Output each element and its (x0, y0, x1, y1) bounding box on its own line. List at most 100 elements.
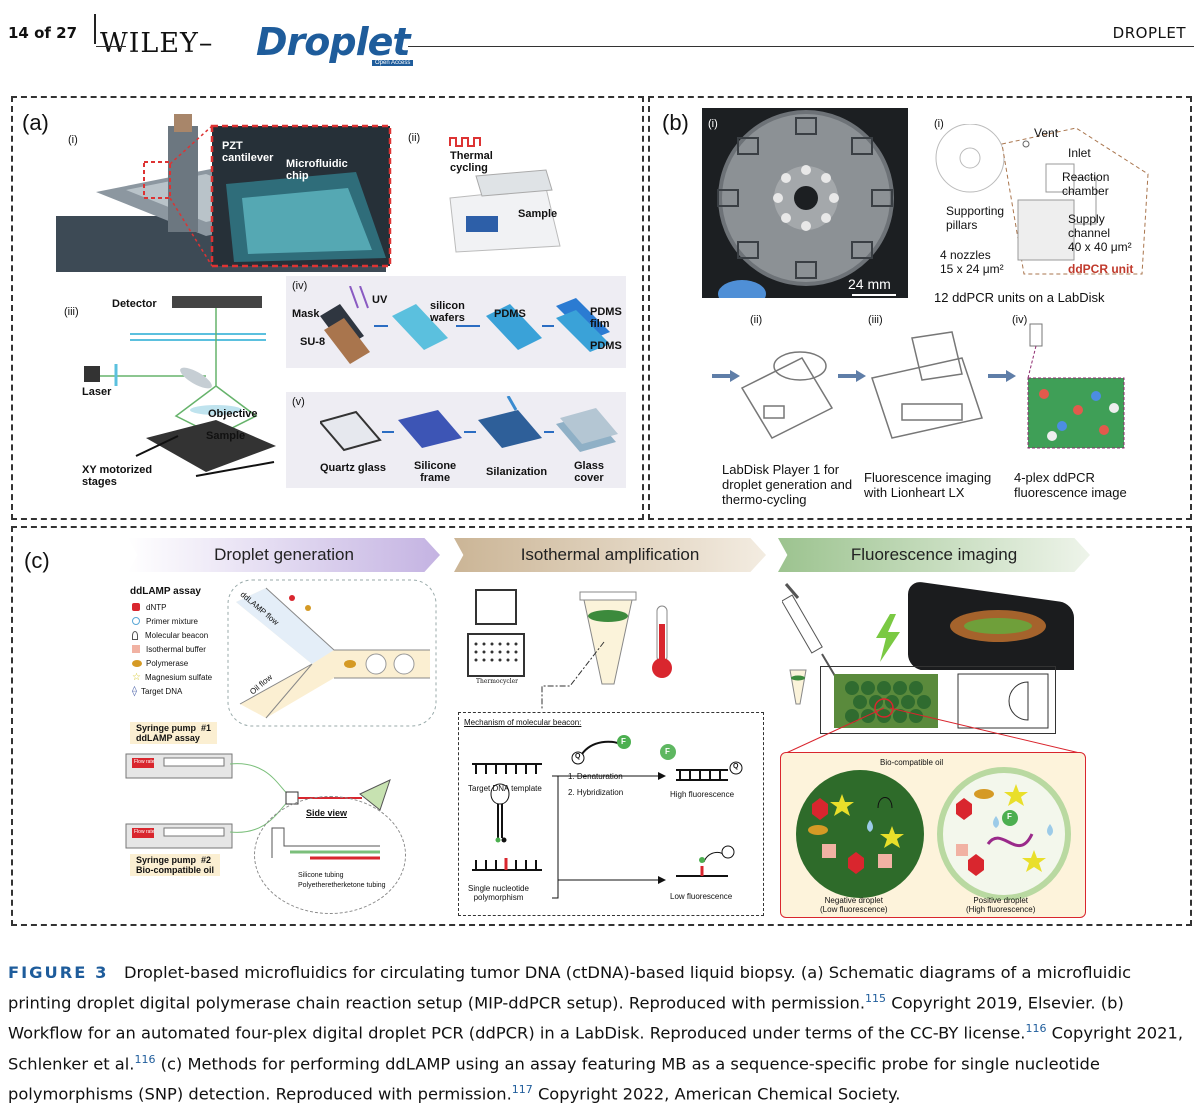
legend-item: Target DNA (140, 686, 183, 696)
primer-icon (132, 617, 140, 625)
journal-logo-sub: Open Access (372, 60, 414, 66)
step-droplet-generation: Droplet generation (128, 538, 440, 572)
hybridization-label: 2. Hybridization (568, 788, 624, 797)
pdms-label: PDMS (494, 308, 526, 320)
detector-label: Detector (112, 298, 157, 310)
pzt-label: PZT cantilever (222, 140, 274, 164)
droplet-comparison (796, 767, 1071, 900)
caption-text-4: (c) Methods for performing ddLAMP using … (8, 1054, 1100, 1104)
dntp-icon (132, 603, 140, 611)
ddpcr-unit-diagram (935, 124, 1149, 275)
slide (820, 666, 1056, 734)
glass-cover-label: Glass cover (574, 460, 604, 484)
labdisk-photo (702, 108, 908, 298)
caption-text-3: Copyright 2021, Schlenker et al. (8, 1023, 1183, 1074)
silicone-frame-label: Silicone frame (414, 460, 457, 484)
f-label-2: F (665, 747, 670, 756)
mechanism-box (458, 712, 764, 916)
polymerase-icon (132, 659, 142, 667)
q-label-1: Q (575, 753, 581, 760)
side-view-tubing (271, 827, 380, 860)
thermal-cycler-illustration (449, 137, 561, 253)
dna-icon: ⟠ (132, 685, 137, 697)
flow-rate-2: Flow rate (134, 829, 155, 835)
panel-c (11, 526, 1192, 926)
journal-name: DROPLET (1112, 24, 1186, 42)
header-divider-tick (94, 14, 96, 44)
buffer-icon (132, 645, 140, 653)
panel-a-ii: (ii) (408, 132, 421, 144)
labdisk-disc (717, 110, 894, 298)
sample-label: Sample (518, 208, 558, 220)
step2-text: Isothermal amplification (520, 545, 700, 564)
legend-item: dNTP (146, 602, 167, 612)
syringe-pump-2 (125, 823, 233, 849)
panel-a-iv: (iv) (292, 280, 308, 292)
assay-title: ddLAMP assay (130, 586, 201, 597)
vent-label: Vent (1034, 126, 1059, 140)
panel-b-iii: (iii) (868, 314, 883, 326)
optical-setup-illustration (84, 296, 276, 477)
quartz-label: Quartz glass (320, 462, 387, 474)
figure-caption: FIGURE 3 Droplet-based microfluidics for… (8, 960, 1193, 1108)
ref-115[interactable]: 115 (865, 992, 887, 1005)
connector-lines (541, 641, 605, 710)
step-isothermal-amplification: Isothermal amplification (454, 538, 766, 572)
panel-b-label: (b) (662, 110, 689, 135)
page-number: 14 of 27 (8, 24, 78, 42)
player-label: LabDisk Player 1 for droplet generation … (722, 462, 853, 507)
step-fluorescence-imaging: Fluorescence imaging (778, 538, 1090, 572)
star-icon: ☆ (132, 671, 141, 683)
mechanism-diagram (472, 735, 743, 899)
ref-116[interactable]: 116 (1025, 1022, 1047, 1036)
negative-droplet-label: Negative droplet (Low fluorescence) (820, 896, 888, 914)
publisher-name: WILEY (100, 28, 199, 59)
journal-logo-text: Droplet (256, 20, 411, 64)
small-tube (789, 669, 807, 705)
journal-logo: Droplet (256, 20, 411, 64)
zoom-lines (783, 707, 1085, 755)
legend-item: Magnesium sulfate (144, 672, 213, 682)
side-view-label: Side view (306, 808, 348, 818)
header-rule-left (96, 46, 126, 47)
caption-text-5: Copyright 2022, American Chemical Societ… (532, 1084, 901, 1104)
thermocycler-label: Thermocycler (476, 678, 519, 685)
labdisk-workflow (712, 323, 1125, 449)
uv-label: UV (372, 294, 388, 306)
high-fluorescence-label: High fluorescence (670, 790, 735, 799)
positive-droplet-label: Positive droplet (High fluorescence) (966, 896, 1036, 914)
ref-117[interactable]: 117 (511, 1083, 533, 1097)
caption-text-2: Copyright 2019, Elsevier. (b) Workflow f… (8, 993, 1124, 1043)
printer-setup-illustration (56, 114, 392, 272)
panel-a-i: (i) (68, 134, 78, 146)
publisher-logo: WILEY– (100, 28, 214, 59)
sample2-label: Sample (206, 430, 246, 442)
ref-116b[interactable]: 116 (134, 1052, 156, 1066)
pillars-label: Supporting pillars (946, 204, 1005, 232)
syringe-pump-1 (125, 753, 233, 779)
panel-c-label: (c) (24, 548, 50, 573)
panel-b-ii: (ii) (750, 314, 763, 326)
target-template-label: Target DNA template (468, 784, 542, 793)
side-view-circle (254, 796, 406, 914)
silanization-label: Silanization (486, 466, 548, 478)
xy-stage-label: XY motorized stages (82, 464, 153, 488)
su8-label: SU-8 (300, 336, 326, 348)
pump2-label: Syringe pump #2 Bio-compatible oil (130, 854, 221, 876)
slide-chamber (834, 673, 1049, 729)
pdms2-label: PDMS (590, 340, 622, 352)
t-junction-diagram (227, 579, 437, 727)
panel-b (648, 96, 1192, 520)
scale-bar (852, 294, 896, 296)
chamber-steps (320, 396, 618, 452)
f-label-1: F (621, 737, 626, 746)
fabrication-steps (320, 286, 610, 364)
beacon-icon (132, 630, 138, 640)
step3-text: Fluorescence imaging (850, 545, 1018, 564)
step1-text: Droplet generation (214, 545, 354, 564)
thermometer-icon (652, 605, 672, 678)
panel-b-i2: (i) (934, 118, 944, 130)
panel-a-v: (v) (292, 396, 305, 408)
mask-label: Mask (292, 308, 320, 320)
supply-label: Supply channel 40 x 40 μm² (1068, 212, 1132, 254)
